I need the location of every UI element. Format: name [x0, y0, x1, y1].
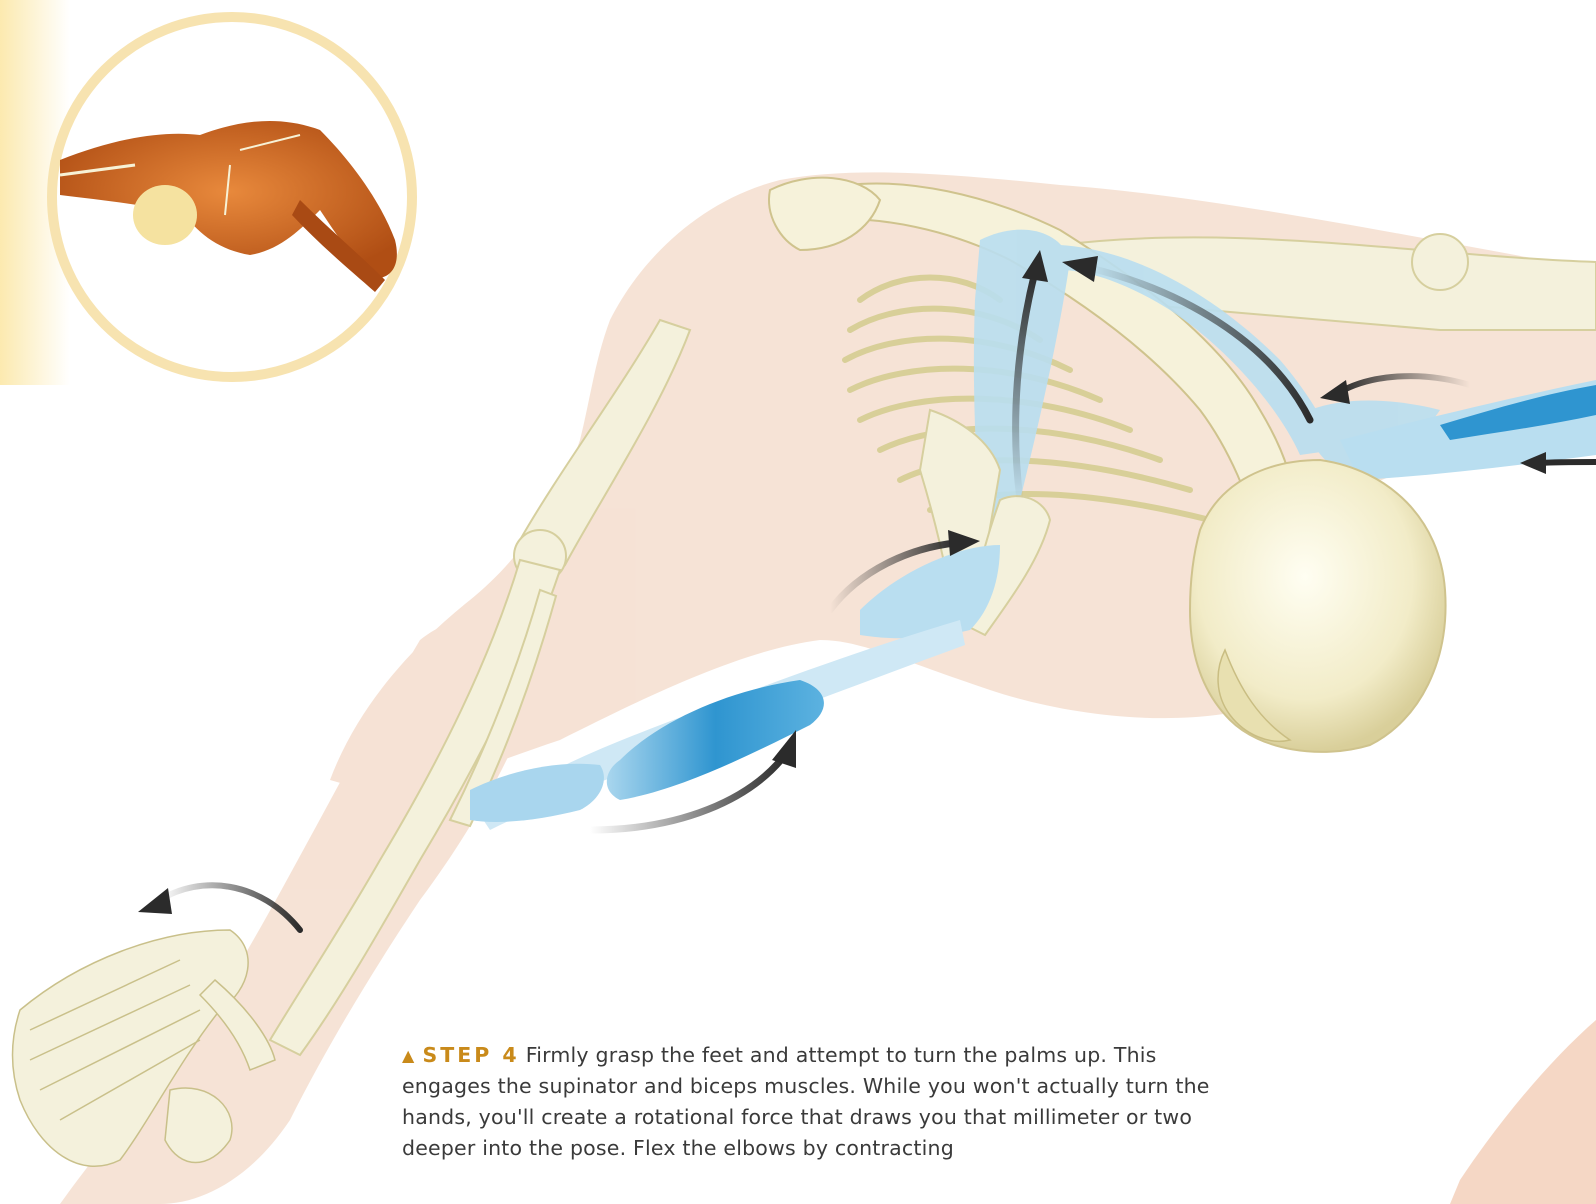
arrow-foot-head [138, 888, 172, 914]
arrow-forearm-right [1540, 462, 1596, 463]
triangle-up-icon: ▲ [402, 1040, 415, 1071]
skull [1190, 460, 1446, 752]
step-label: STEP 4 [423, 1043, 520, 1067]
step-text: Firmly grasp the feet and attempt to tur… [402, 1043, 1210, 1160]
pose-inset-thumbnail [52, 17, 412, 377]
